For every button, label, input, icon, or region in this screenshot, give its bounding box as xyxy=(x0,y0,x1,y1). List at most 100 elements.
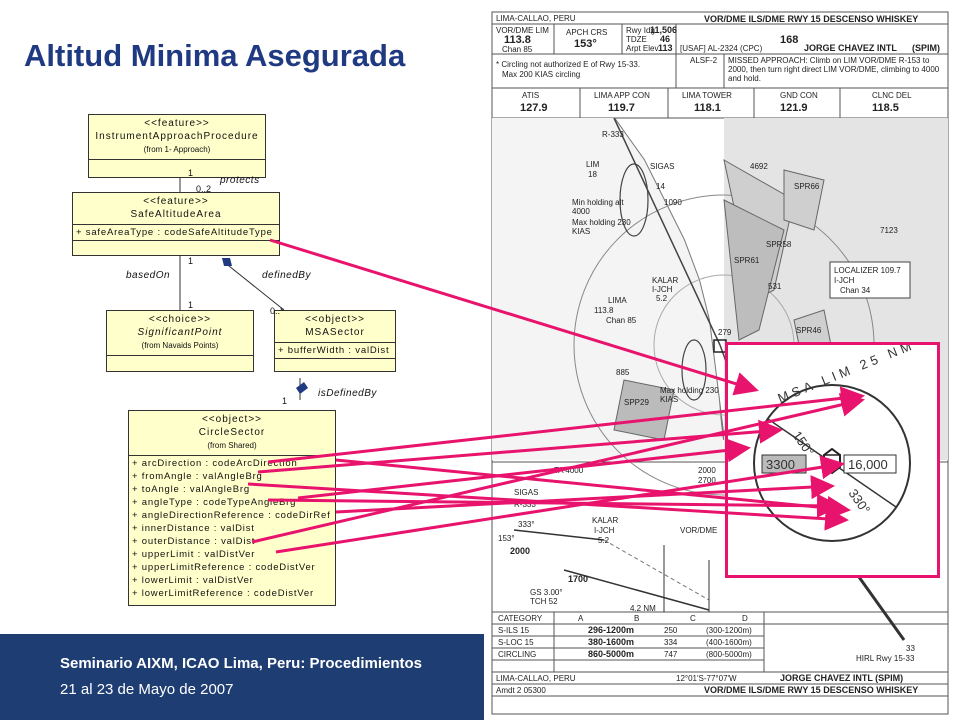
plan-sigas-num: 14 xyxy=(656,182,665,191)
mapping-arrow xyxy=(267,386,865,464)
footer-date-text: 21 al 23 de Mayo de 2007 xyxy=(60,681,234,698)
uml-from: (from Shared) xyxy=(207,441,257,450)
plan-lim-num: 18 xyxy=(588,170,597,179)
freq-gnd-name: GND CON xyxy=(780,91,818,100)
profile-alt2000: 2000 xyxy=(510,546,531,556)
composition-diamond xyxy=(222,258,232,266)
uml-significant-point: <<choice>> SignificantPoint (from Navaid… xyxy=(106,310,254,372)
assoc-defined-by-label: definedBy xyxy=(262,270,311,281)
plan-lima-freq: 113.8 xyxy=(594,306,614,315)
mapping-arrow xyxy=(335,475,835,514)
plan-ijch: I-JCH xyxy=(652,285,673,294)
uml-circle-sector: <<object>> CircleSector (from Shared) + … xyxy=(128,410,336,606)
profile-ob-2000: 2000 xyxy=(698,466,716,475)
plan-lim: LIM xyxy=(586,160,600,169)
vor-chan: Chan 85 xyxy=(502,45,533,54)
uml-attr-lower-limit: + lowerLimit : valDistVer xyxy=(132,575,254,586)
chart-note-2: Max 200 KIAS circling xyxy=(502,70,581,79)
bottom-amdt: Amdt 2 05300 xyxy=(496,686,546,695)
tdze-label: TDZE xyxy=(626,35,647,44)
uml-class-name: SafeAltitudeArea xyxy=(130,209,222,220)
minima-ob-33: 33 xyxy=(906,644,915,653)
plan-spr66: SPR66 xyxy=(794,182,820,191)
missed-approach: MISSED APPROACH: Climb on LIM VOR/DME R-… xyxy=(728,56,940,83)
mapping-arrow xyxy=(257,419,783,474)
mapping-arrow xyxy=(267,493,841,518)
uml-attr-from-angle: + fromAngle : valAngleBrg xyxy=(132,471,263,482)
uml-attr-angle-type: + angleType : codeTypeAngleBrg xyxy=(132,497,297,508)
profile-alt1700: 1700 xyxy=(568,574,589,584)
uml-attr-to-angle: + toAngle : valAngleBrg xyxy=(132,484,250,495)
arpt-elev-label: Arpt Elev xyxy=(626,44,659,53)
uml-safe-altitude-area: <<feature>> SafeAltitudeArea + safeAreaT… xyxy=(72,192,280,256)
uml-stereotype: <<feature>> xyxy=(144,118,210,129)
bottom-location: LIMA-CALLAO, PERU xyxy=(496,674,576,683)
minima-row-3-val: 860-5000m xyxy=(588,649,635,659)
vor-freq: 113.8 xyxy=(504,34,531,46)
freq-atis: 127.9 xyxy=(520,102,548,114)
minima-cat-a: A xyxy=(578,614,584,623)
apch-crs-label: APCH CRS xyxy=(566,28,608,37)
minima-row-2-alt: (400-1600m) xyxy=(706,638,752,647)
bottom-airport: JORGE CHAVEZ INTL (SPIM) xyxy=(780,673,904,683)
uml-stereotype: <<feature>> xyxy=(143,196,209,207)
plan-ob-279: 279 xyxy=(718,328,732,337)
assoc-based-on-label: basedOn xyxy=(126,270,171,281)
uml-class-name: CircleSector xyxy=(198,427,266,438)
freq-app: 119.7 xyxy=(608,102,635,114)
mapping-arrow xyxy=(335,458,851,520)
assoc-is-defined-by-label: isDefinedBy xyxy=(318,388,377,399)
mapping-arrow xyxy=(297,438,751,500)
minima-row-1-alt: (300-1200m) xyxy=(706,626,752,635)
chart-icao: (SPIM) xyxy=(912,43,940,53)
plan-r333: R-333 xyxy=(602,130,624,139)
uml-attr-arc-direction: + arcDirection : codeArcDirection xyxy=(132,458,298,469)
composition-diamond xyxy=(296,382,308,394)
plan-ijch-num: 5.2 xyxy=(656,294,668,303)
mult-0-2: 0..2 xyxy=(196,184,212,194)
assoc-protects-label: protects xyxy=(220,175,260,186)
minima-row-2-name: S-LOC 15 xyxy=(498,638,534,647)
freq-atis-name: ATIS xyxy=(522,91,540,100)
plan-ob-885: 885 xyxy=(616,368,630,377)
plan-min-holding: Min holding alt 4000 xyxy=(572,198,624,216)
profile-dist: 4.2 NM xyxy=(630,604,656,613)
msa-alt-left: 3300 xyxy=(766,457,795,472)
chart-title: VOR/DME ILS/DME RWY 15 DESCENSO WHISKEY xyxy=(704,14,919,24)
profile-sigas: SIGAS xyxy=(514,488,539,497)
footer-seminar-text: Seminario AIXM, ICAO Lima, Peru: Procedi… xyxy=(60,655,423,672)
uml-msa-sector: <<object>> MSASector + bufferWidth : val… xyxy=(274,310,396,372)
plan-loc-chan: Chan 34 xyxy=(840,286,871,295)
apch-crs: 153° xyxy=(574,38,597,50)
chart-note-1: * Circling not authorized E of Rwy 15-33… xyxy=(496,60,641,69)
profile-ob-2700: 2700 xyxy=(698,476,716,485)
plan-spp29: SPP29 xyxy=(624,398,649,407)
approach-chart: LIMA-CALLAO, PERU VOR/DME ILS/DME RWY 15… xyxy=(484,0,960,720)
mapping-arrow xyxy=(251,393,865,544)
mapping-arrow xyxy=(275,455,845,554)
profile-crs153: 153° xyxy=(498,534,515,543)
minima-row-2-ha: 334 xyxy=(664,638,678,647)
plan-max-holding: Max holding 230 KIAS xyxy=(572,218,631,236)
arpt-elev: 113 xyxy=(658,43,673,53)
uml-attr-lower-limit-reference: + lowerLimitReference : codeDistVer xyxy=(132,588,314,599)
minima-row-3-alt: (800-5000m) xyxy=(706,650,752,659)
freq-app-name: LIMA APP CON xyxy=(594,91,650,100)
profile-r333: R-333 xyxy=(514,500,536,509)
profile-ijch-num: 5.2 xyxy=(598,536,610,545)
uml-stereotype: <<object>> xyxy=(201,414,263,425)
mapping-arrow xyxy=(269,238,759,396)
mult-0-star: 0..* xyxy=(270,306,284,316)
minima-cat-label: CATEGORY xyxy=(498,614,543,623)
slide-title: Altitud Minima Asegurada xyxy=(24,38,406,73)
plan-ob-1090: 1090 xyxy=(664,198,682,207)
minima-row-1-val: 296-1200m xyxy=(588,625,635,635)
uml-stereotype: <<choice>> xyxy=(148,314,212,325)
plan-lima: LIMA xyxy=(608,296,627,305)
profile-kalar: KALAR xyxy=(592,516,619,525)
uml-attr-upper-limit-reference: + upperLimitReference : codeDistVer xyxy=(132,562,316,573)
chart-airport: JORGE CHAVEZ INTL xyxy=(804,43,897,53)
uml-from: (from 1- Approach) xyxy=(143,145,211,154)
plan-ob-531: 531 xyxy=(768,282,782,291)
